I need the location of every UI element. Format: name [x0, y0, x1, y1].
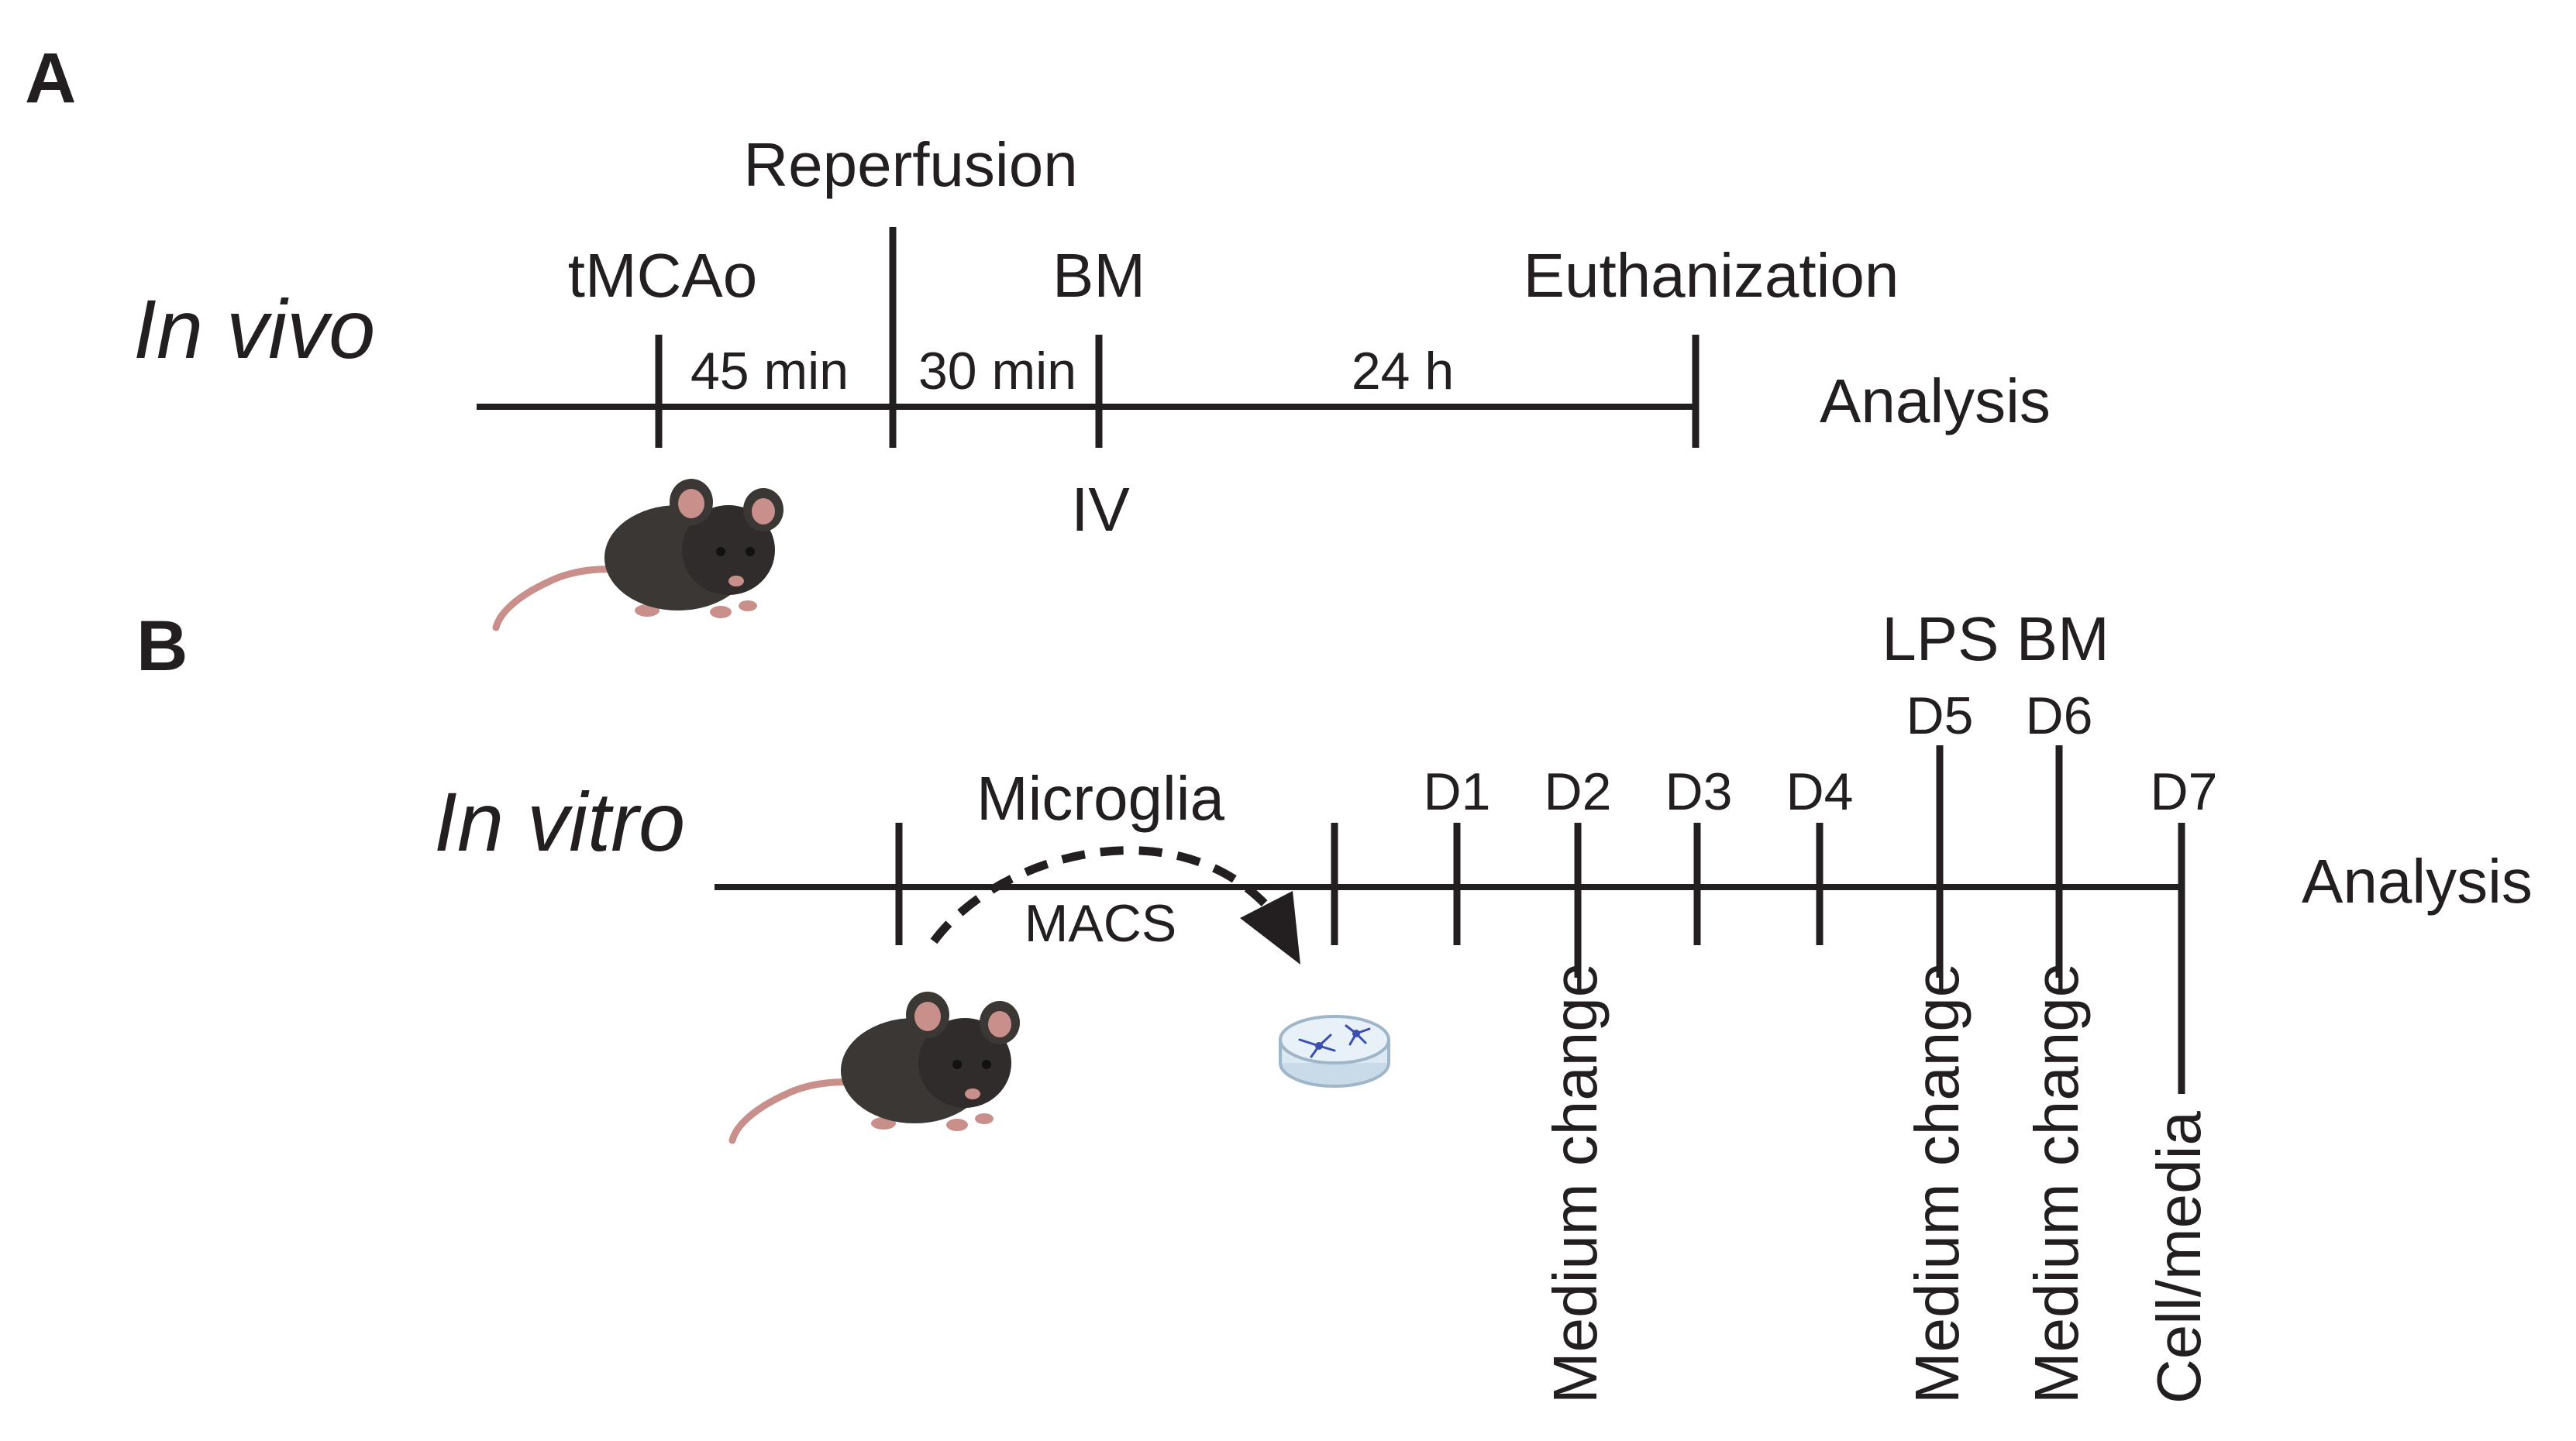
panel-a-label: A — [25, 39, 76, 118]
bm-label: BM — [1052, 241, 1145, 310]
mouse-icon — [496, 479, 783, 628]
macs-label: MACS — [1025, 894, 1176, 953]
panel-b-label: B — [136, 607, 188, 686]
in-vitro-label: In vitro — [434, 775, 685, 868]
interval-45-min: 45 min — [690, 342, 849, 401]
in-vivo-label: In vivo — [133, 282, 375, 376]
d6-label: D6 — [2026, 686, 2093, 745]
d7-label: D7 — [2151, 762, 2218, 821]
d3-label: D3 — [1665, 762, 1733, 821]
d5-medium-change-label: Medium change — [1903, 963, 1972, 1404]
d6-medium-change-label: Medium change — [2022, 963, 2091, 1404]
reperfusion-label: Reperfusion — [743, 130, 1077, 199]
d2-medium-change-label: Medium change — [1541, 963, 1610, 1404]
d5-label: D5 — [1906, 686, 1974, 745]
dashed-arrow-icon — [930, 846, 1300, 965]
d4-label: D4 — [1786, 762, 1854, 821]
interval-30-min: 30 min — [918, 342, 1076, 401]
treatment-label: LPS BM — [1882, 604, 2109, 673]
d2-label: D2 — [1545, 762, 1612, 821]
microglia-label: Microglia — [976, 764, 1225, 833]
d1-label: D1 — [1424, 762, 1491, 821]
bm-route-label: IV — [1071, 475, 1130, 544]
in-vitro-analysis-label: Analysis — [2302, 847, 2533, 916]
euthanization-label: Euthanization — [1524, 241, 1899, 310]
in-vivo-analysis-label: Analysis — [1820, 366, 2051, 435]
tmcao-label: tMCAo — [568, 241, 758, 310]
panel-a: A In vivo Reperfusion tMCAo BM Euthaniza… — [25, 39, 2051, 628]
mouse-icon — [732, 992, 1020, 1140]
interval-24-h: 24 h — [1352, 342, 1454, 401]
d7-cell-media-label: Cell/media — [2144, 1111, 2213, 1404]
panel-b: B In vitro Microglia MACS D1 D2 D3 D4 D5… — [136, 604, 2533, 1404]
petri-dish-icon — [1279, 1015, 1390, 1088]
